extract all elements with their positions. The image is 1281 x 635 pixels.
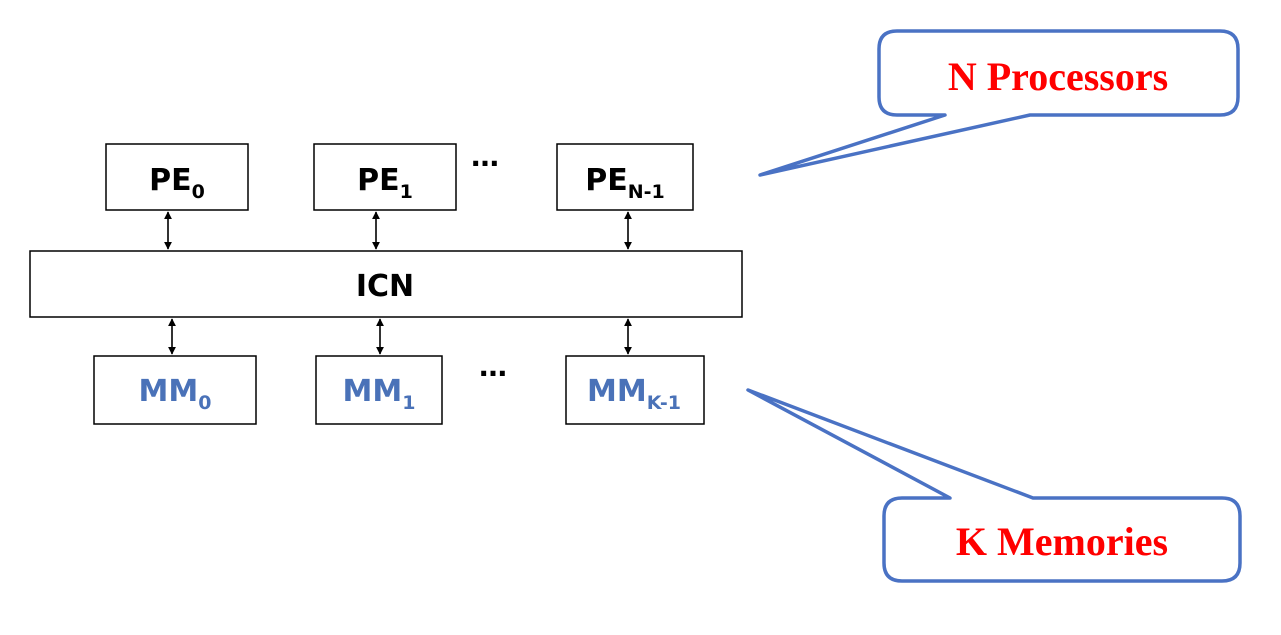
memory-1: MM1: [315, 355, 443, 425]
callout-memories-shape: [746, 388, 1242, 583]
callout-processors-text: N Processors: [948, 54, 1168, 99]
memory-k-1: MMK-1: [565, 355, 705, 425]
processor-n-1-box: [556, 143, 694, 211]
icn-box: [29, 250, 743, 318]
callout-processors-shape: [758, 29, 1240, 177]
memory-1-box: [315, 355, 443, 425]
memory-k-1-box: [565, 355, 705, 425]
processor-0: PE0: [105, 143, 249, 211]
processor-1-box: [313, 143, 457, 211]
processor-n-1: PEN-1: [556, 143, 694, 211]
processor-1: PE1: [313, 143, 457, 211]
memory-1-label: MM1: [343, 374, 416, 414]
memory-0: MM0: [93, 355, 257, 425]
memory-0-label: MM0: [139, 374, 212, 414]
memory-k-1-label: MMK-1: [587, 374, 681, 414]
icn-label: ICN: [356, 269, 414, 304]
interconnect-network: ICN: [29, 250, 743, 318]
processor-ellipsis: …: [471, 140, 499, 173]
memory-0-box: [93, 355, 257, 425]
processor-0-box: [105, 143, 249, 211]
processor-0-label: PE0: [149, 163, 205, 203]
processor-n-1-label: PEN-1: [585, 163, 665, 203]
processor-1-label: PE1: [357, 163, 413, 203]
callout-memories-text: K Memories: [956, 519, 1168, 564]
callout-processors: N Processors: [758, 29, 1240, 177]
callout-memories: K Memories: [746, 388, 1242, 583]
memory-ellipsis: …: [479, 350, 507, 383]
